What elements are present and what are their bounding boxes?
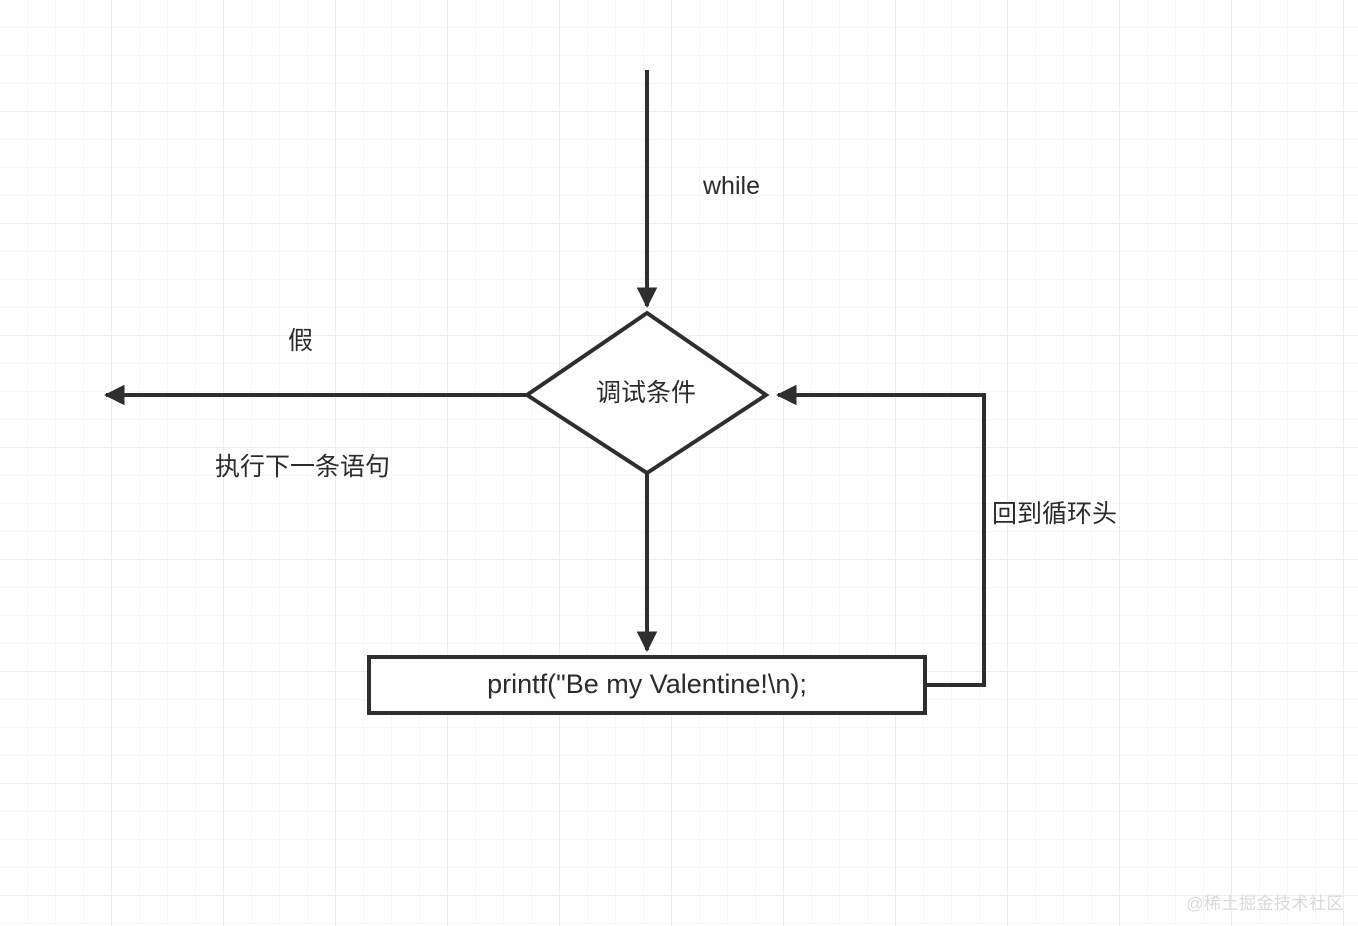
edge-label-next-statement: 执行下一条语句 [215,453,391,481]
edge-label-false: 假 [288,327,314,355]
edge-label-loop-back: 回到循环头 [992,500,1118,528]
decision-label: 调试条件 [595,379,696,407]
edge-loopback-arrow [775,384,986,687]
process-label: printf("Be my Valentine!\n); [487,669,807,699]
watermark: @稀土掘金技术社区 [1186,894,1344,913]
edge-label-while: while [703,172,760,200]
